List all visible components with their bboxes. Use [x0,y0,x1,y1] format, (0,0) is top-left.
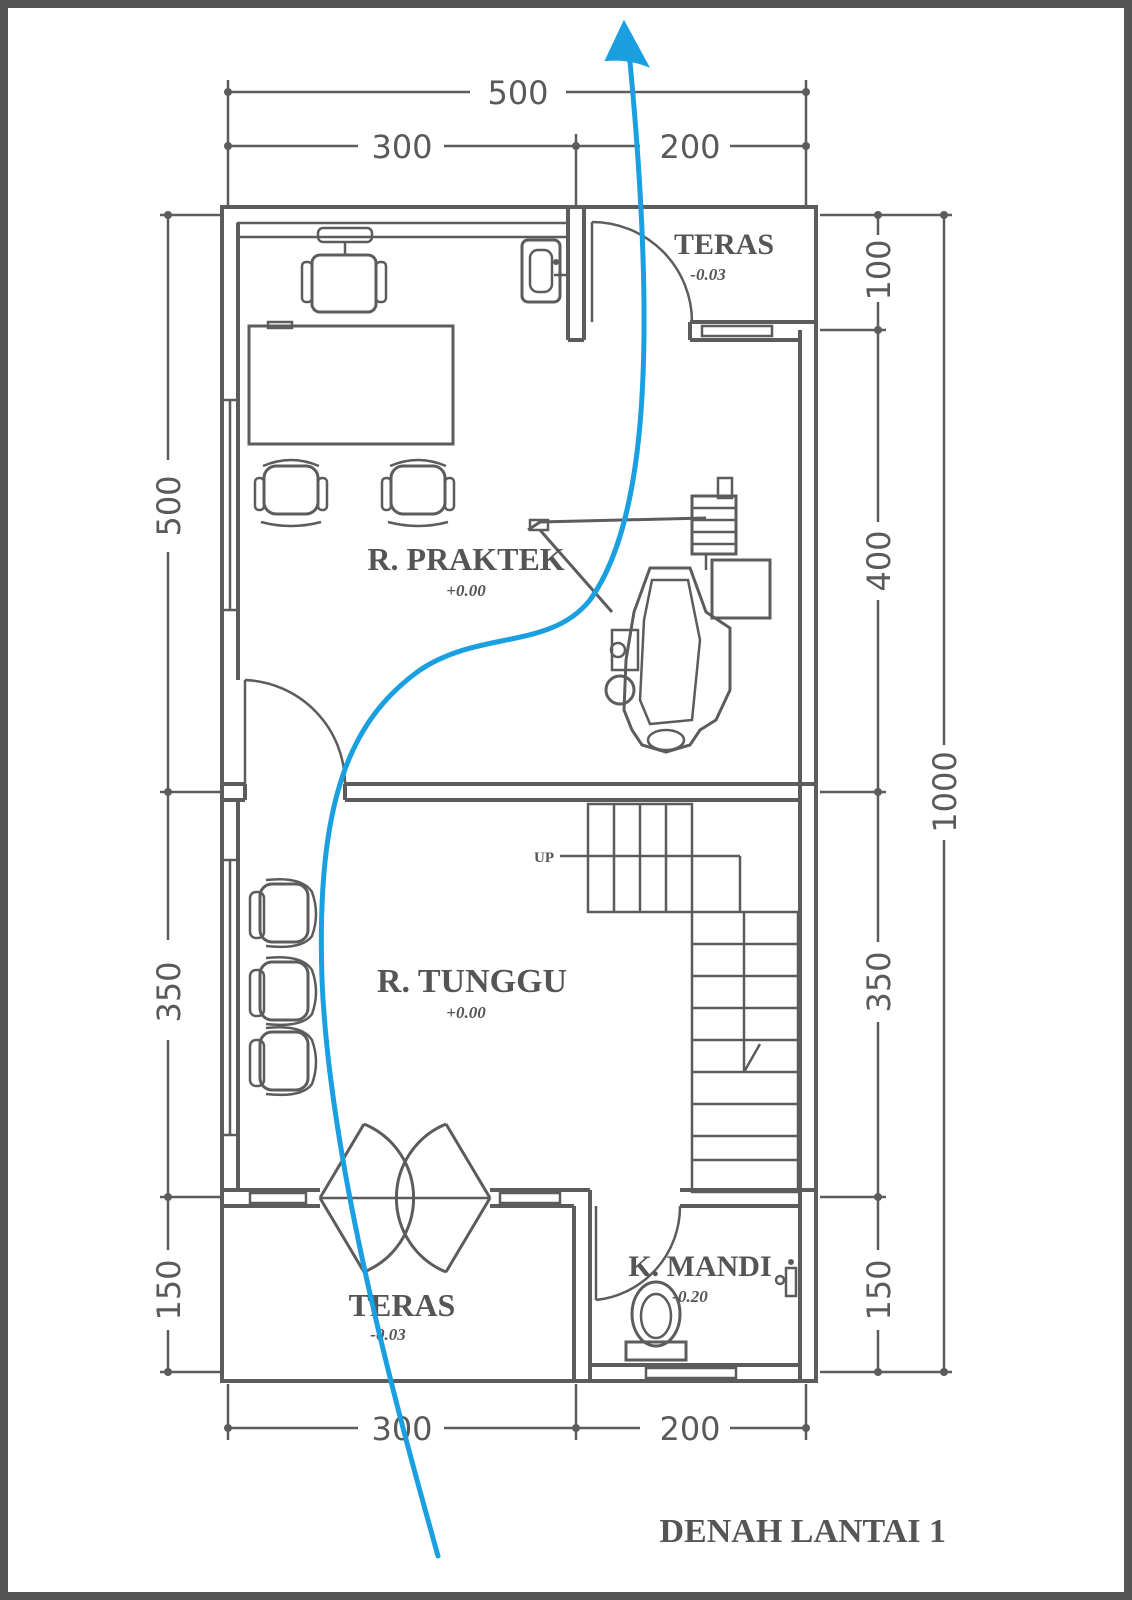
room-label-mandi: K. MANDI [628,1250,771,1283]
dim-left-upper: 500 [150,475,188,536]
dim-left-lower: 150 [150,1259,188,1320]
dim-right-top: 100 [860,239,898,300]
staircase [560,802,800,1194]
room-label-praktek: R. PRAKTEK [367,541,564,577]
guest-chair-right [380,458,456,528]
room-level-tunggu: +0.00 [446,1003,486,1022]
room-label-tunggu: R. TUNGGU [377,963,567,1000]
dim-top-left: 300 [371,128,432,166]
drawing-title: DENAH LANTAI 1 [659,1513,946,1550]
waiting-seat-1 [248,877,318,949]
stair-up-label: UP [534,850,554,866]
circulation-path-arrow [318,59,647,1559]
room-level-teras-top: -0.03 [690,265,726,284]
guest-chair-left [253,458,329,528]
dim-top-right: 200 [659,128,720,166]
dim-right-lower: 150 [860,1259,898,1320]
shower-tap [774,1259,798,1298]
office-chair [300,226,388,314]
dim-right-upper: 400 [860,530,898,591]
desk [247,324,455,446]
waiting-seat-3 [248,1025,318,1097]
toilet [624,1280,688,1362]
room-label-teras-top: TERAS [674,228,774,261]
room-level-mandi: -0.20 [672,1287,708,1306]
doors [243,220,694,1302]
dim-left-middle: 350 [150,961,188,1022]
waiting-seat-2 [248,955,318,1027]
arrow-head-icon [604,19,651,68]
dim-top-total: 500 [487,74,548,112]
dim-right-middle: 350 [860,951,898,1012]
walls [220,205,818,1383]
room-level-praktek: +0.00 [446,581,486,600]
dim-bottom-right: 200 [659,1410,720,1448]
sink [520,238,566,304]
room-label-teras-bottom: TERAS [349,1287,456,1323]
dental-unit [527,476,772,754]
dimension-lines [160,80,952,1440]
dim-right-total: 1000 [926,751,964,832]
dimension-ticks [164,88,948,1432]
